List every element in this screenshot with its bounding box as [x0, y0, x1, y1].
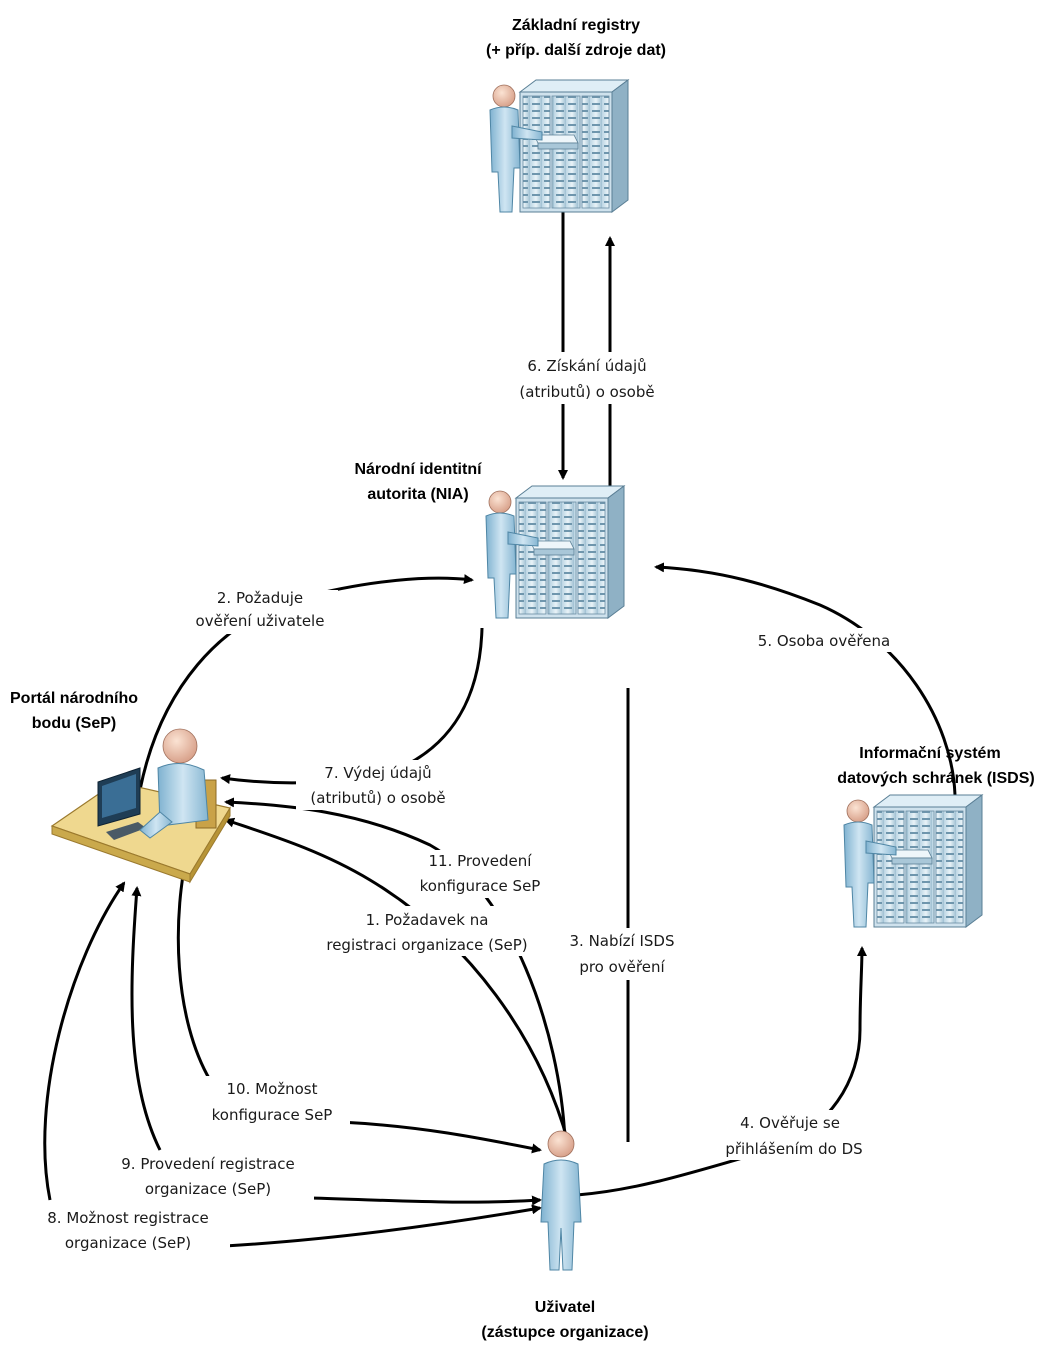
step-1-line-2: registraci organizace (SeP)	[326, 936, 527, 954]
flow-arrows	[43, 210, 957, 1248]
portal-title-line-2: bodu (SeP)	[32, 715, 116, 732]
nia-title-line-1: Národní identitní	[354, 461, 482, 478]
arrow-5	[654, 562, 957, 796]
step-11-line-1: 11. Provedení	[429, 852, 533, 870]
step-11-line-2: konfigurace SeP	[420, 877, 541, 895]
step-4-line-1: 4. Ověřuje se	[740, 1114, 840, 1132]
node-user: Uživatel (zástupce organizace)	[481, 1130, 649, 1341]
registries-title-line-1: Základní registry	[512, 17, 640, 34]
person-icon	[540, 1130, 582, 1271]
step-3-line-1: 3. Nabízí ISDS	[569, 932, 674, 950]
server-rack-with-operator-icon	[485, 485, 625, 619]
server-rack-with-operator-icon	[843, 794, 983, 928]
arrow-8	[43, 881, 126, 1201]
step-8-line-2: organizace (SeP)	[65, 1234, 191, 1252]
step-3-line-2: pro ověření	[579, 958, 665, 976]
step-7-line-2: (atributů) o osobě	[310, 789, 445, 807]
step-2-line-2: ověření uživatele	[196, 612, 325, 630]
arrow-9-tail	[309, 1195, 542, 1206]
node-nia: Národní identitní autorita (NIA)	[354, 461, 625, 619]
workstation-operator-icon	[50, 728, 231, 884]
node-registries: Základní registry (+ příp. další zdroje …	[486, 17, 666, 213]
step-1-line-1: 1. Požadavek na	[366, 911, 489, 929]
step-7-line-1: 7. Výdej údajů	[324, 764, 431, 782]
step-8-line-1: 8. Možnost registrace	[47, 1209, 209, 1227]
node-portal: Portál národního bodu (SeP)	[10, 690, 231, 884]
arrow-7	[220, 627, 484, 785]
isds-title-line-1: Informační systém	[859, 745, 1000, 762]
node-isds: Informační systém datových schránek (ISD…	[837, 745, 1035, 928]
step-2-line-1: 2. Požaduje	[217, 589, 303, 607]
step-9-line-2: organizace (SeP)	[145, 1180, 271, 1198]
step-5-line-1: 5. Osoba ověřena	[758, 632, 890, 650]
arrow-1	[224, 817, 570, 1143]
step-4-line-2: přihlášením do DS	[725, 1140, 862, 1158]
step-9-line-1: 9. Provedení registrace	[121, 1155, 294, 1173]
step-10-line-2: konfigurace SeP	[212, 1106, 333, 1124]
step-10-line-1: 10. Možnost	[227, 1080, 318, 1098]
portal-title-line-1: Portál národního	[10, 690, 138, 707]
user-title-line-2: (zástupce organizace)	[481, 1324, 648, 1341]
nia-title-line-2: autorita (NIA)	[367, 486, 468, 503]
arrow-8-tail	[224, 1204, 542, 1248]
server-rack-with-operator-icon	[489, 79, 629, 213]
isds-title-line-2: datových schránek (ISDS)	[837, 770, 1034, 787]
arrow-9	[130, 886, 162, 1151]
step-6-line-2: (atributů) o osobě	[519, 383, 654, 401]
step-labels: 6. Získání údajů (atributů) o osobě 2. P…	[30, 352, 900, 1256]
registries-title-line-2: (+ příp. další zdroje dat)	[486, 42, 666, 59]
step-6-line-1: 6. Získání údajů	[527, 357, 646, 375]
user-title-line-1: Uživatel	[535, 1299, 595, 1316]
